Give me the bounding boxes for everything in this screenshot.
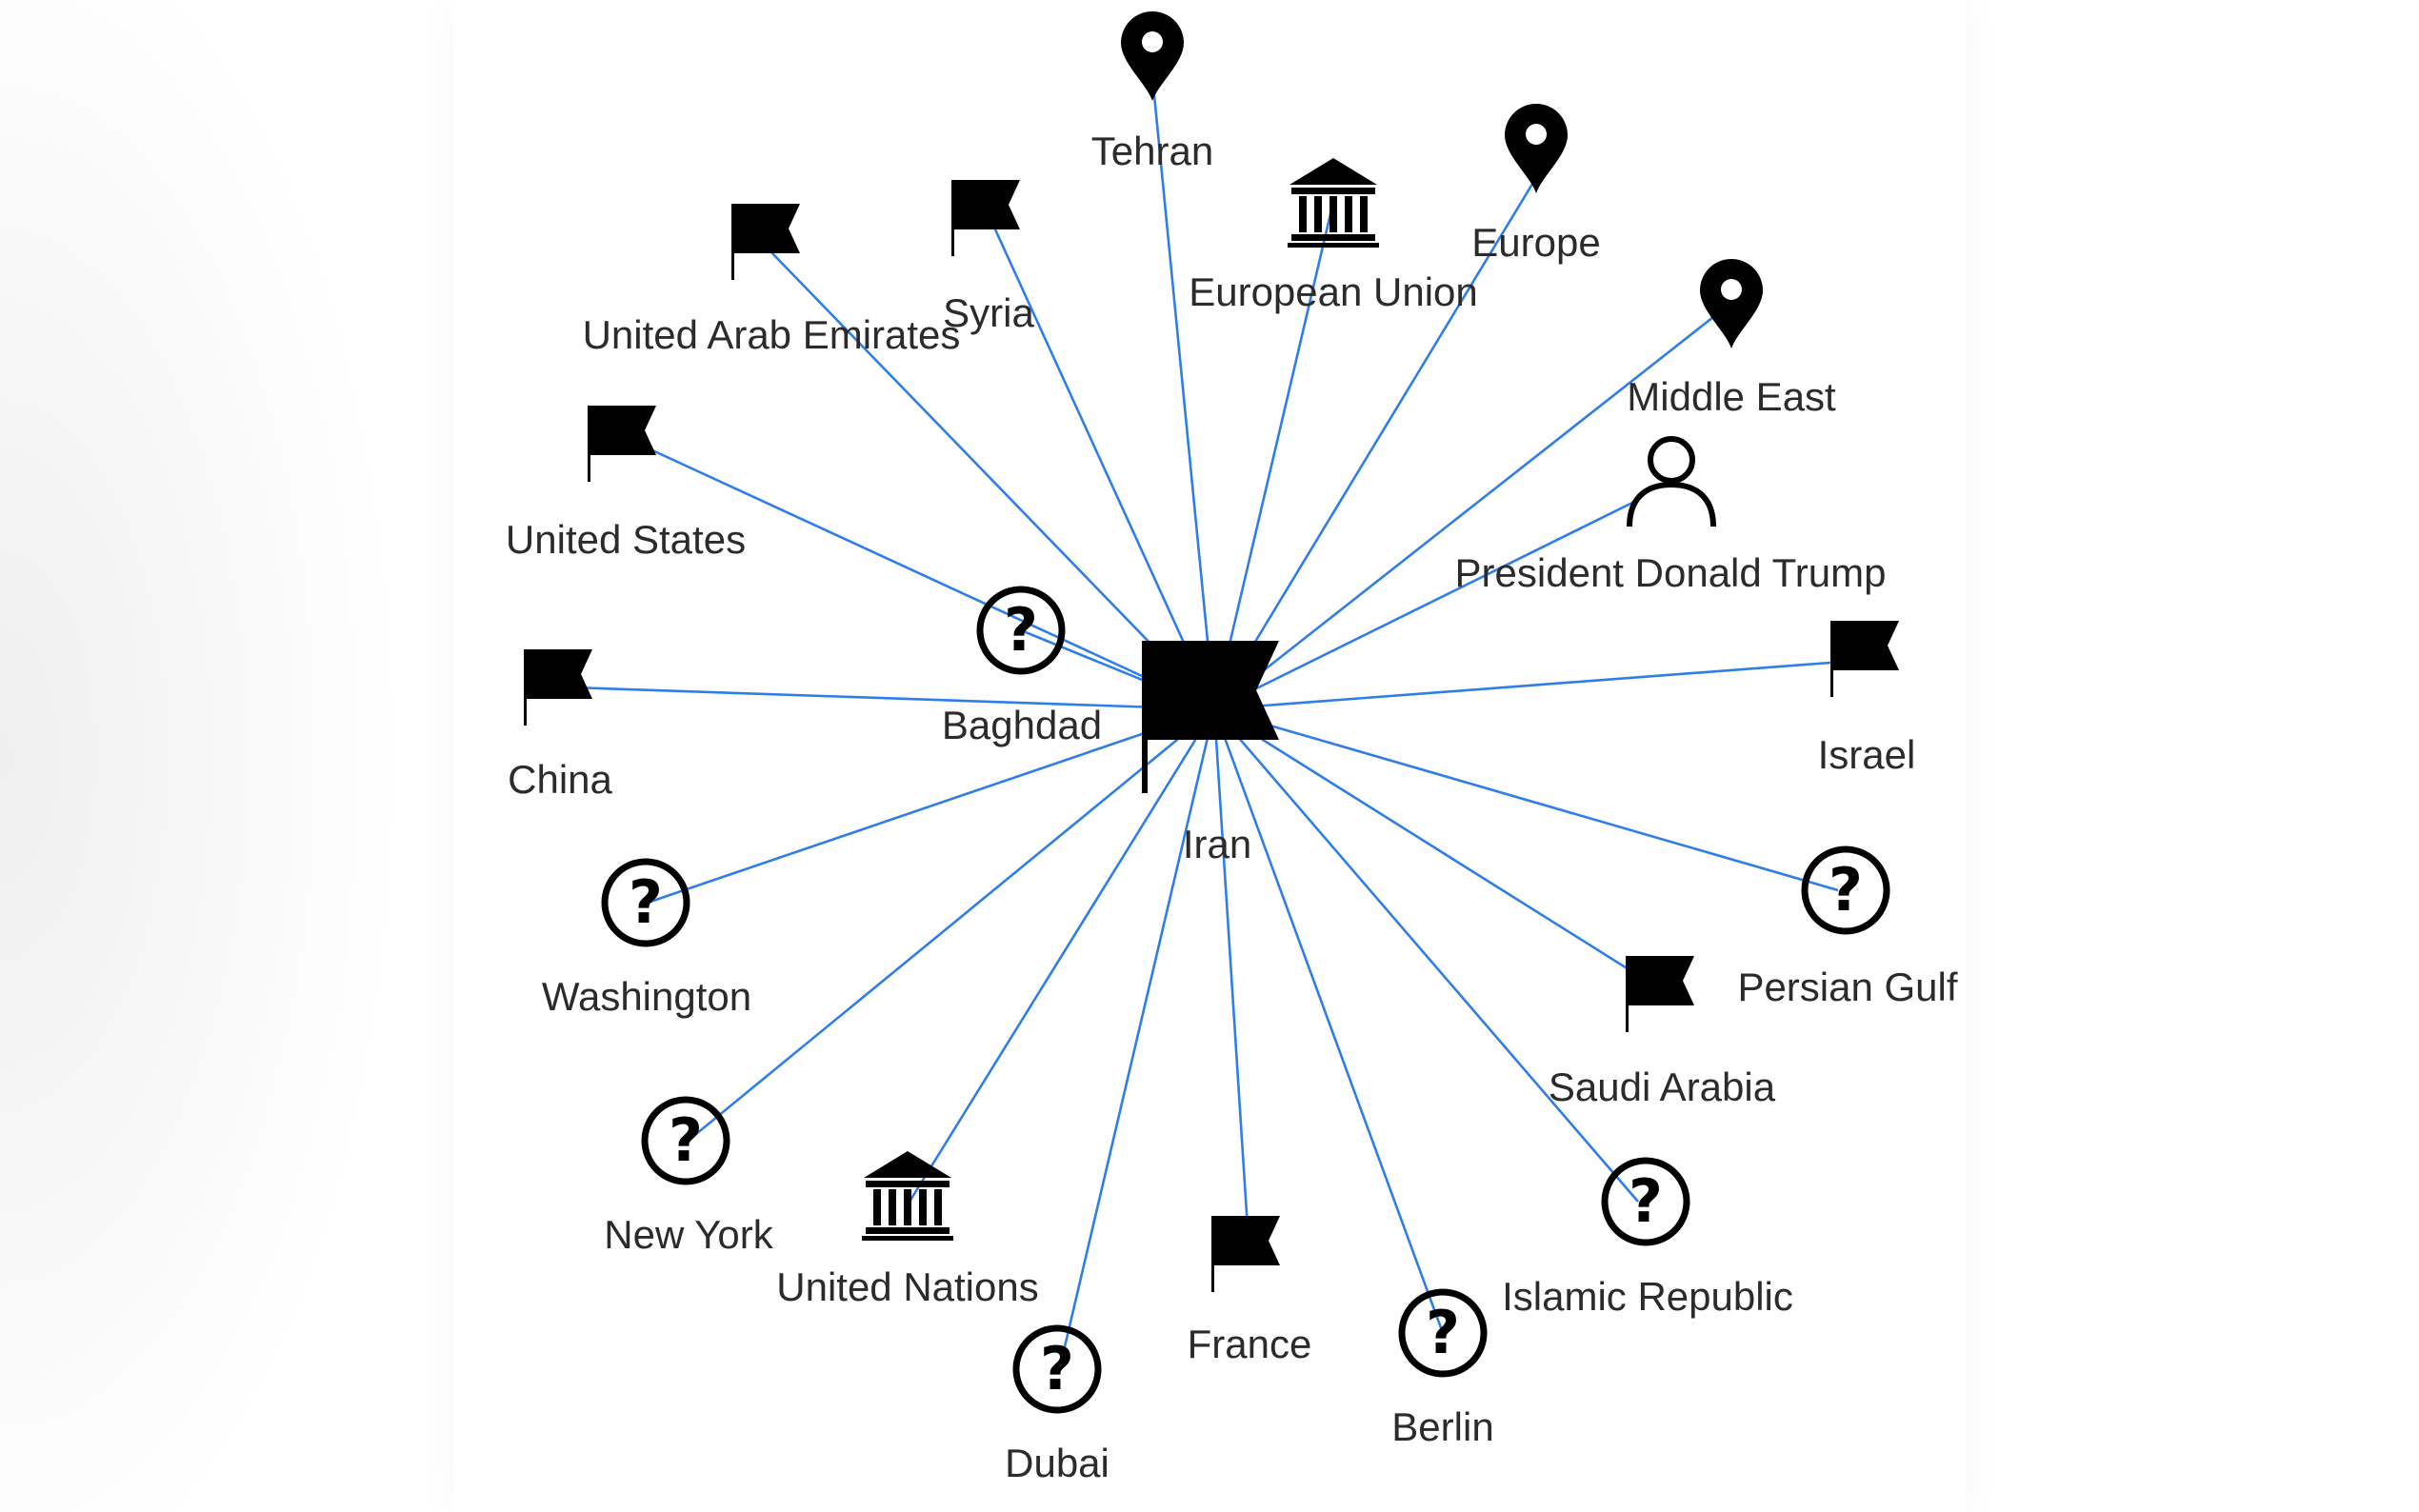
flag-icon [1830, 621, 1899, 697]
node-france[interactable]: France [1188, 1216, 1312, 1366]
unknown-icon: ? [1801, 846, 1890, 935]
node-label-saudi-arabia: Saudi Arabia [1549, 1064, 1776, 1109]
node-united-states[interactable]: United States [506, 406, 746, 562]
node-dubai[interactable]: ? Dubai [1005, 1324, 1110, 1485]
node-israel[interactable]: Israel [1818, 621, 1916, 777]
edge-iran-islamic-republic[interactable] [1213, 708, 1639, 1203]
unknown-icon: ? [1601, 1157, 1690, 1246]
node-united-nations[interactable]: United Nations [776, 1151, 1039, 1309]
flag-icon [951, 180, 1020, 256]
edge-iran-europe[interactable] [1212, 166, 1545, 710]
node-label-baghdad: Baghdad [942, 703, 1102, 747]
node-label-european-union: European Union [1189, 269, 1478, 314]
node-european-union[interactable]: European Union [1189, 158, 1478, 314]
flag-icon [1211, 1216, 1280, 1292]
node-label-dubai: Dubai [1005, 1441, 1110, 1485]
edge-iran-saudi-arabia[interactable] [1213, 707, 1663, 992]
svg-text:?: ? [1004, 595, 1038, 665]
edge-iran-united-states[interactable] [625, 436, 1215, 711]
edge-iran-washington[interactable] [647, 707, 1215, 905]
institution-icon [862, 1151, 953, 1241]
node-label-united-states: United States [506, 517, 746, 562]
edge-iran-president-donald-trump[interactable] [1213, 498, 1639, 711]
svg-text:?: ? [1829, 855, 1863, 925]
location-pin-icon [1505, 104, 1568, 193]
svg-text:?: ? [1426, 1298, 1460, 1367]
node-europe[interactable]: Europe [1471, 104, 1601, 265]
flag-icon [1626, 956, 1694, 1032]
node-label-israel: Israel [1818, 732, 1916, 777]
unknown-icon: ? [601, 858, 690, 947]
node-label-united-nations: United Nations [776, 1264, 1038, 1309]
node-label-new-york: New York [604, 1212, 773, 1257]
edge-iran-china[interactable] [570, 686, 1215, 711]
edge-iran-dubai[interactable] [1057, 708, 1216, 1372]
node-iran[interactable]: Iran [1142, 641, 1279, 866]
node-president-donald-trump[interactable]: President Donald Trump [1455, 436, 1887, 595]
node-china[interactable]: China [508, 649, 613, 802]
flag-icon [731, 204, 800, 280]
node-label-middle-east: Middle East [1627, 374, 1836, 419]
node-syria[interactable]: Syria [943, 180, 1034, 335]
flag-icon [524, 649, 592, 726]
node-label-china: China [508, 757, 612, 802]
node-label-washington: Washington [542, 974, 751, 1019]
svg-text:?: ? [669, 1105, 703, 1175]
node-label-syria: Syria [943, 290, 1034, 335]
edge-iran-united-arab-emirates[interactable] [770, 251, 1215, 710]
node-label-persian-gulf: Persian Gulf [1737, 965, 1957, 1009]
unknown-icon: ? [641, 1096, 730, 1185]
svg-text:?: ? [1629, 1166, 1663, 1236]
edge-iran-united-nations[interactable] [908, 708, 1216, 1203]
node-label-europe: Europe [1471, 220, 1600, 265]
node-baghdad[interactable]: ? Baghdad [942, 586, 1102, 747]
node-persian-gulf[interactable]: ? Persian Gulf [1737, 846, 1958, 1009]
edge-iran-persian-gulf[interactable] [1213, 707, 1839, 892]
graph-panel [453, 0, 1966, 1512]
svg-text:?: ? [1040, 1334, 1074, 1403]
location-pin-icon [1121, 11, 1184, 101]
institution-icon [1288, 158, 1379, 248]
person-icon [1627, 436, 1716, 527]
unknown-icon: ? [1012, 1324, 1102, 1414]
node-label-united-arab-emirates: United Arab Emirates [583, 312, 961, 357]
node-middle-east[interactable]: Middle East [1627, 259, 1836, 419]
edge-iran-european-union[interactable] [1212, 201, 1335, 710]
edge-iran-syria[interactable] [989, 218, 1216, 710]
flag-icon [588, 406, 656, 482]
node-saudi-arabia[interactable]: Saudi Arabia [1549, 956, 1776, 1109]
node-tehran[interactable]: Tehran [1091, 11, 1213, 173]
node-label-berlin: Berlin [1391, 1404, 1493, 1449]
edge-iran-middle-east[interactable] [1213, 301, 1732, 711]
edge-iran-israel[interactable] [1213, 660, 1844, 711]
edge-iran-berlin[interactable] [1212, 708, 1445, 1334]
node-label-iran: Iran [1183, 822, 1251, 866]
unknown-icon: ? [976, 586, 1066, 675]
node-label-islamic-republic: Islamic Republic [1502, 1274, 1793, 1319]
flag-icon [1142, 641, 1279, 793]
node-new-york[interactable]: ? New York [604, 1096, 774, 1257]
unknown-icon: ? [1398, 1288, 1488, 1378]
edge-iran-tehran[interactable] [1152, 94, 1216, 710]
node-washington[interactable]: ? Washington [542, 858, 751, 1019]
node-label-tehran: Tehran [1091, 129, 1213, 173]
edge-iran-new-york[interactable] [685, 707, 1215, 1144]
node-islamic-republic[interactable]: ? Islamic Republic [1502, 1157, 1793, 1319]
node-label-france: France [1188, 1322, 1312, 1366]
location-pin-icon [1700, 259, 1763, 348]
svg-text:?: ? [629, 867, 663, 937]
node-berlin[interactable]: ? Berlin [1391, 1288, 1494, 1449]
edge-iran-france[interactable] [1212, 708, 1249, 1229]
node-united-arab-emirates[interactable]: United Arab Emirates [583, 204, 961, 357]
node-label-president-donald-trump: President Donald Trump [1455, 550, 1887, 595]
